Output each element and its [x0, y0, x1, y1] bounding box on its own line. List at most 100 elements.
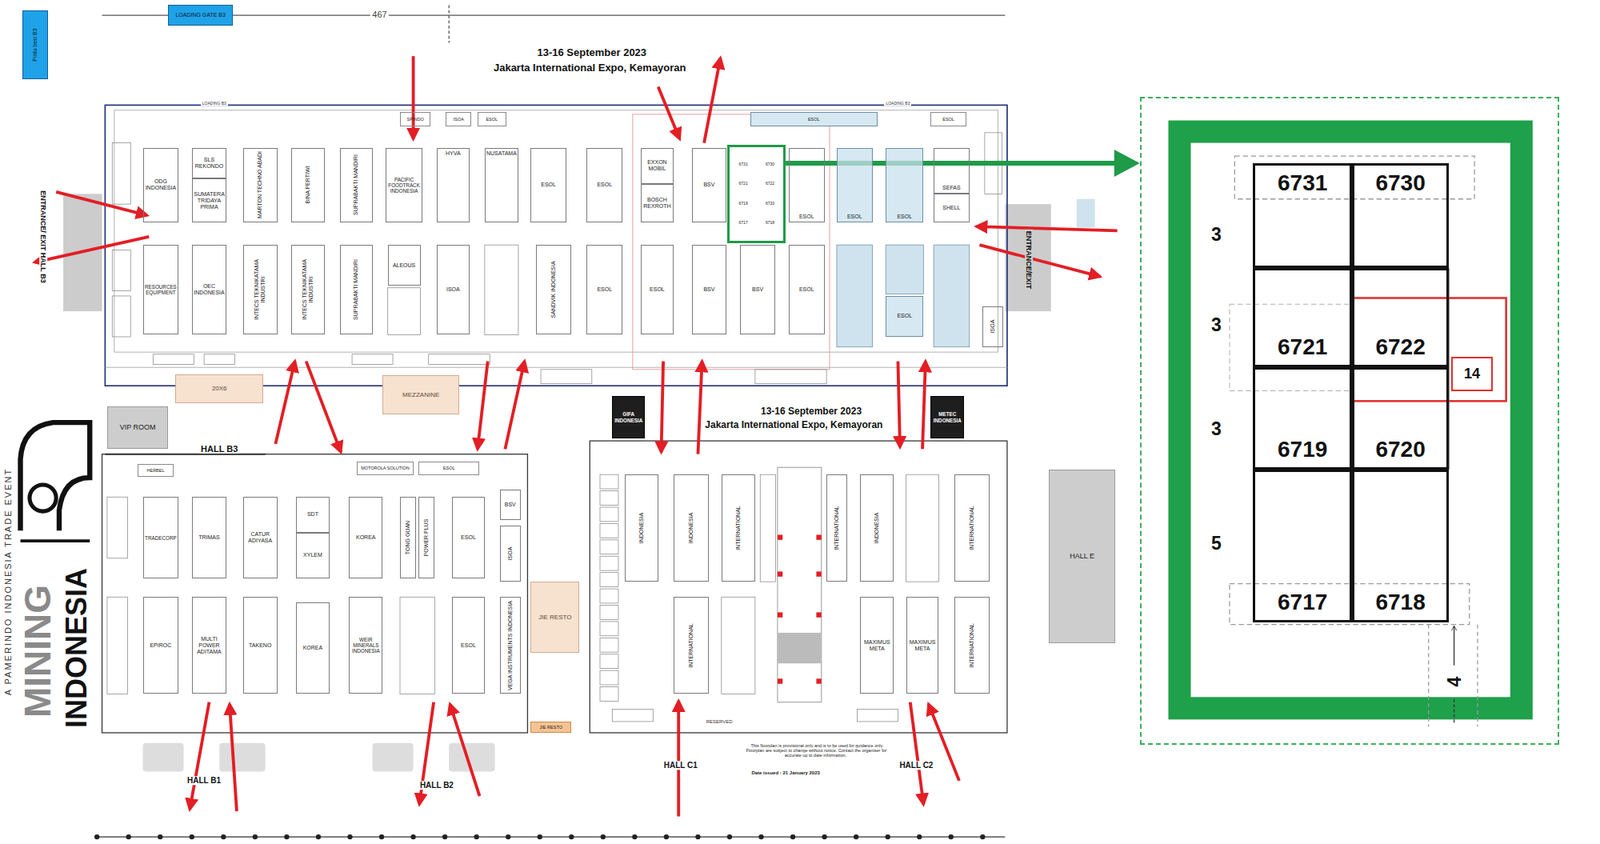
boundary-dots: [316, 834, 321, 840]
dimension-holder: 3: [1211, 313, 1222, 335]
unlabelled-booth: [612, 709, 653, 722]
boundary-dots: [94, 834, 986, 840]
label-group: JIE RESTO: [531, 722, 571, 732]
booth-strip: ESOL: [930, 112, 967, 127]
booth: SUMATERA TRIDAYA PRIMA: [192, 178, 227, 223]
booth-text: SHELL: [942, 204, 960, 212]
label-group: 6730: [1354, 165, 1447, 266]
column-booths: [600, 523, 619, 538]
plan-label: Date issued : 21 January 2023: [749, 769, 821, 775]
label-holder: Jakarta International Expo, Kemayoran: [703, 420, 884, 432]
flow-arrow: [658, 86, 680, 139]
plan-label: HALL B3: [199, 444, 240, 454]
dimension-number: 3: [1211, 417, 1222, 439]
booth-text: ESOL: [896, 213, 912, 220]
label-group: SANDVIK INDONESIA: [550, 247, 557, 332]
label-group: Pintu besi B3: [32, 12, 39, 78]
booth-text: MAXIMUS META: [862, 639, 892, 652]
flow-arrow: [704, 58, 720, 144]
booth: TAKENO: [243, 596, 278, 694]
booth: KOREA: [348, 496, 383, 579]
label-group: ESOL: [886, 296, 923, 336]
booth-cell-text: 6722: [1375, 334, 1425, 360]
entrance-block: [63, 193, 1096, 772]
boundary-dots: [727, 834, 732, 840]
booth-strip-text: MOTOROLA SOLUTION: [360, 465, 410, 471]
booth-cell: 6721: [1252, 268, 1352, 368]
label-group: BOSCH REXROTH: [641, 184, 673, 222]
label-group: PACIFIC FOODTRACK INDONESIA: [386, 148, 422, 222]
label-group: MOTOROLA SOLUTION: [357, 462, 412, 476]
boundary-dots: [632, 834, 637, 840]
booth: ESOL: [586, 148, 623, 223]
label-group: CATUR ADIYASA: [244, 497, 277, 578]
label-group: ALEOUS: [388, 245, 420, 285]
label-group: MEZZANINE: [383, 376, 459, 413]
label-group: NUSATAMA: [485, 148, 518, 222]
booth: KOREA: [296, 602, 330, 695]
booth-text: HYVA: [445, 150, 461, 157]
label-group: ESOL: [789, 245, 824, 334]
booth-text: ESOL: [649, 286, 665, 293]
room-box-text: HALL E: [1069, 552, 1095, 560]
boundary-dots: [157, 834, 163, 840]
boundary-dots: [410, 834, 416, 840]
booth-text: INTERNATIONAL: [735, 505, 742, 551]
flow-arrow: [34, 236, 149, 263]
zoom-frame: [1229, 304, 1352, 391]
dimension-number: 5: [1211, 532, 1222, 553]
booth-text: ISOA: [507, 547, 514, 561]
boundary-dots: [790, 834, 796, 840]
plan-label: MINING: [16, 584, 59, 718]
booth: SUPRABAKTI MANDIRI: [340, 244, 373, 335]
plan-label: This floorplan is provisional only and i…: [746, 742, 888, 758]
booth-text: ESOL: [596, 286, 612, 293]
central-aisle: [816, 534, 821, 540]
plan-label: Jakarta International Expo, Kemayoran: [492, 61, 688, 74]
booth: NUSATAMA: [484, 148, 519, 223]
booth: ESOL: [640, 244, 674, 335]
plan-label: 467: [370, 9, 388, 20]
label-group: TAKENO: [244, 597, 277, 693]
booth: INTERNATIONAL: [954, 474, 991, 582]
booth-text: SUPRABAKTI MANDIRI: [352, 155, 360, 216]
booth: BSV: [500, 489, 521, 520]
booth-text: TAKENO: [248, 642, 272, 649]
label-group: ESOL: [751, 112, 877, 126]
booth-text: KOREA: [356, 534, 376, 541]
sponsor-logo-text: GIFA: [622, 411, 635, 417]
boundary-dots: [758, 834, 764, 840]
booth: ALEOUS: [388, 244, 421, 286]
column-booths: [600, 474, 619, 489]
booth-text: POWER PLUS: [423, 519, 430, 557]
flow-arrow: [56, 192, 148, 216]
label-group: INDONESIA: [873, 476, 880, 580]
booth: ISOA: [436, 244, 470, 335]
booth: RESOURCES EQUIPMENT: [143, 244, 180, 335]
flow-arrow: [897, 361, 900, 448]
booth-strip-text: ISOA: [453, 116, 464, 122]
unlabelled-booth: [112, 296, 131, 337]
booth-text: BSV: [703, 286, 715, 293]
hall-outline: [102, 454, 528, 733]
booth: SANDVIK INDONESIA: [536, 244, 572, 335]
label-group: SHELL: [934, 194, 969, 222]
dimension-holder: 3: [1211, 417, 1222, 439]
boundary-dots: [821, 834, 827, 840]
booth: BINA PERTIWI: [291, 148, 325, 223]
booth-text: BSV: [752, 286, 764, 293]
booth: ISOA: [982, 306, 1004, 348]
highlight-box: 67316730672167226719672067176718: [727, 144, 786, 243]
booth: ESOL: [885, 148, 924, 223]
central-aisle: [816, 612, 821, 617]
booth: SDT: [296, 496, 330, 533]
site-lines: [96, 4, 1005, 837]
label-group: ESOL: [641, 245, 673, 334]
label-group: ESOL: [452, 597, 484, 693]
label-holder: LOADING B3: [200, 101, 228, 107]
highlight-box-text: 6720: [756, 201, 784, 207]
booth: EXXON MOBIL: [640, 148, 674, 184]
booth-text: INDONESIA: [688, 512, 695, 544]
booth-text: ESOL: [896, 312, 912, 320]
booth-text: INTECS TEKNIKATAMA INDUSTRI: [301, 247, 315, 332]
